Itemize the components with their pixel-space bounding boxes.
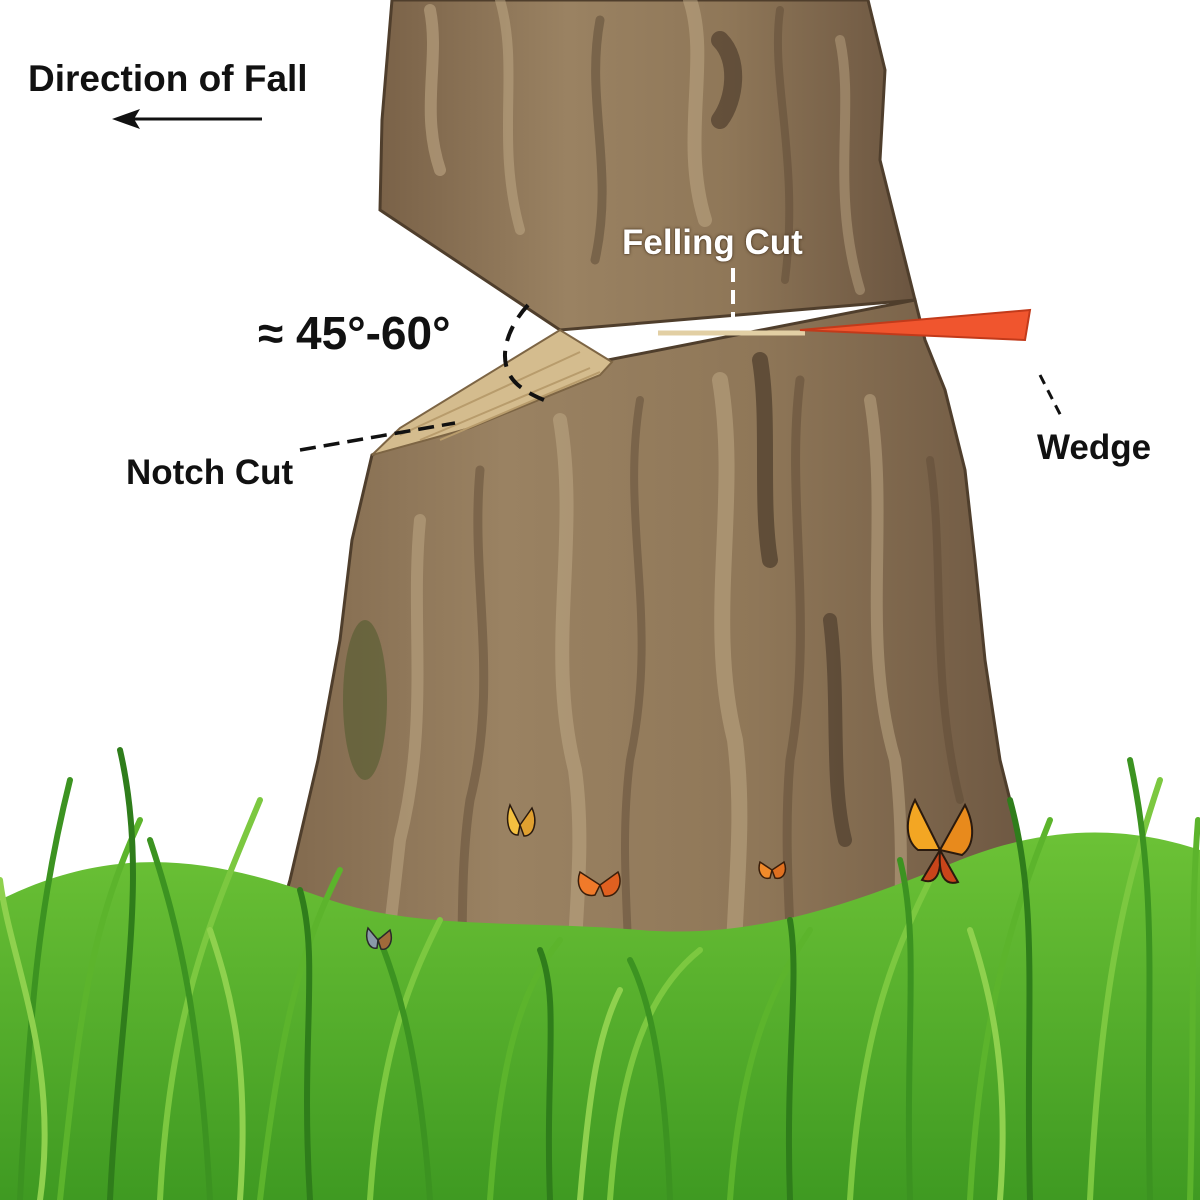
wedge-label: Wedge [1037, 430, 1151, 465]
direction-arrow-icon [112, 109, 262, 129]
felling-cut-label: Felling Cut [622, 225, 803, 260]
bark-knot [343, 620, 387, 780]
direction-of-fall-label: Direction of Fall [28, 60, 308, 97]
notch-angle-label: ≈ 45°-60° [258, 310, 450, 356]
upper-trunk [380, 0, 915, 330]
wedge-leader [1040, 375, 1062, 418]
notch-cut-label: Notch Cut [126, 455, 293, 490]
